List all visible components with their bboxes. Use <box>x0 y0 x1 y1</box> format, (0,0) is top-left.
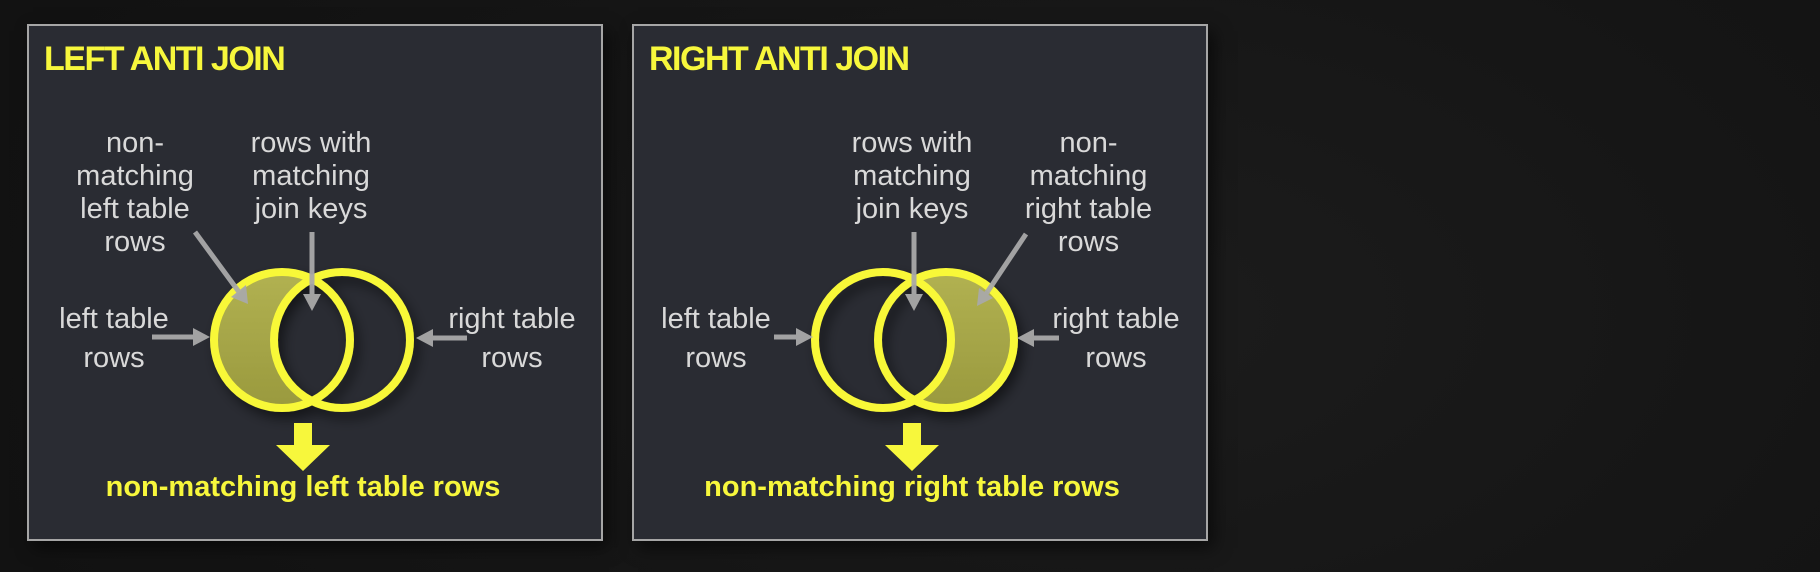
down-arrow-icon <box>276 423 330 471</box>
left-arrowhead-icon <box>193 328 210 346</box>
left-table-circle <box>811 268 955 412</box>
left-arrowhead-icon <box>796 328 813 346</box>
venn-diagram-left-anti <box>152 230 467 471</box>
down-arrow-icon <box>885 423 939 471</box>
left-anti-join-panel: LEFT ANTI JOIN <box>27 24 603 541</box>
matching-keys-arrowhead-icon <box>303 294 321 311</box>
right-table-circle <box>874 268 1018 412</box>
right-anti-join-panel: RIGHT ANTI JOIN <box>632 24 1208 541</box>
right-arrowhead-icon <box>1017 329 1034 347</box>
non-matching-arrowhead-icon <box>231 285 248 304</box>
matching-keys-arrowhead-icon <box>905 294 923 311</box>
non-matching-left-label: non- matching left table rows <box>76 127 194 258</box>
result-label: non-matching left table rows <box>105 471 501 503</box>
matching-join-keys-label: rows with matching join keys <box>851 127 973 225</box>
right-table-rows-label: right table rows <box>448 303 576 374</box>
panel-title: LEFT ANTI JOIN <box>44 40 286 78</box>
matching-join-keys-label: rows with matching join keys <box>250 127 372 225</box>
left-table-circle <box>210 268 354 412</box>
non-matching-arrowhead-icon <box>977 288 993 306</box>
result-label: non-matching right table rows <box>704 471 1120 503</box>
non-matching-right-label: non- matching right table rows <box>1024 127 1153 258</box>
right-arrowhead-icon <box>416 329 433 347</box>
left-table-rows-label: left table rows <box>59 303 169 374</box>
non-matching-left-crescent <box>211 269 353 411</box>
right-table-rows-label: right table rows <box>1052 303 1180 374</box>
venn-diagram-right-anti <box>774 232 1059 471</box>
right-table-circle <box>270 268 414 412</box>
panel-title: RIGHT ANTI JOIN <box>649 40 910 78</box>
non-matching-right-crescent <box>875 269 1017 411</box>
left-table-rows-label: left table rows <box>661 303 771 374</box>
